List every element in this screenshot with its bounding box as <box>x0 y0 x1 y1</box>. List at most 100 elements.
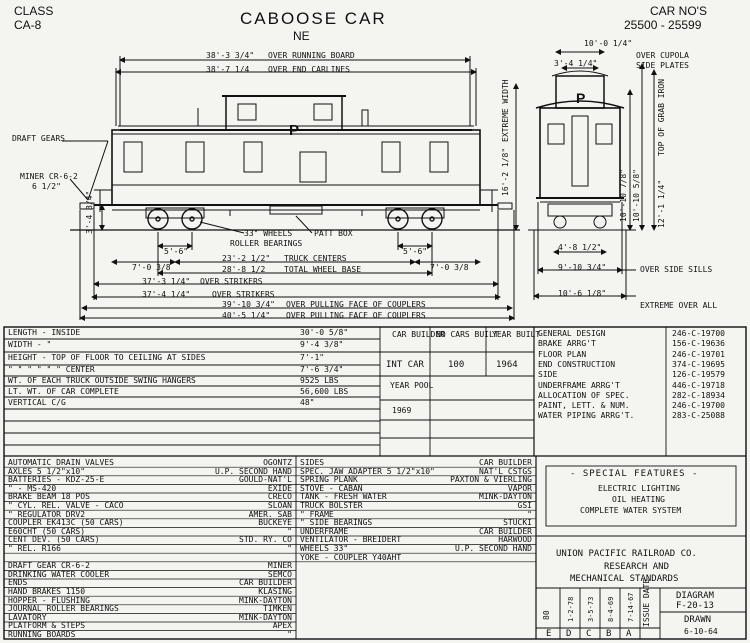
end-view-car <box>528 70 636 231</box>
equipment-item: LAVATORY <box>8 612 47 622</box>
equipment-maker: MINER <box>267 561 292 571</box>
special-feature-1: ELECTRIC LIGHTING <box>598 484 680 493</box>
dim-extreme-over-all-value: 10'-6 1/8" <box>558 289 607 298</box>
dim-truck-centers-label: TRUCK CENTERS <box>284 254 347 263</box>
spec-value: 56,600 LBS <box>300 387 349 396</box>
spec-label: HEIGHT - TOP OF FLOOR TO CEILING AT SIDE… <box>8 353 206 362</box>
dim-side-plates-value: 3'-4 1/4" <box>554 59 598 68</box>
spec-value: 7'-6 3/4" <box>300 365 344 374</box>
dim-axle-spacing-right: 5'-6" <box>403 247 428 256</box>
equipment-item: " REL. R166 <box>8 544 61 553</box>
spec-value: 9'-4 3/8" <box>300 340 344 349</box>
drawn-label: DRAWN <box>684 615 712 625</box>
dim-wheel-base-label: TOTAL WHEEL BASE <box>284 265 362 274</box>
drawing-number: 246-C-19700 <box>672 329 725 338</box>
diagram-number: F-20-13 <box>676 601 714 611</box>
equipment-maker: SEMCO <box>267 569 292 579</box>
equipment-item: HAND BRAKES 1150 <box>8 587 86 596</box>
equipment-maker: TIMKEN <box>263 604 292 614</box>
equipment-maker: STD. RY. CO <box>239 535 292 545</box>
equipment-item: " CYL. REL. VALVE - CACO <box>8 501 124 510</box>
dim-height-b: 10'-10 5/8" <box>632 169 641 222</box>
drawing-number: 446-C-19718 <box>672 380 725 390</box>
department-line-1: RESEARCH AND <box>604 562 670 572</box>
equipment-item: DRINKING WATER COOLER <box>8 569 110 579</box>
equipment-row-rules <box>4 466 536 640</box>
miner-size-callout: 6 1/2" <box>32 182 61 191</box>
spec-table-grid <box>3 326 747 640</box>
equipment-item: TRUCK BOLSTER <box>300 501 363 510</box>
spec-value: 7'-1" <box>300 353 325 362</box>
revision-date: 3-5-73 <box>587 596 595 622</box>
dim-over-strikers-2-value: 37'-4 1/4" <box>142 290 191 299</box>
dim-side-plates-label: SIDE PLATES <box>636 61 689 70</box>
dim-truck-centers-value: 23'-2 1/2" <box>222 254 271 263</box>
cars-built-head: NO CARS BUILT <box>436 330 499 339</box>
revision-letter: C <box>586 629 592 639</box>
spec-value: 9525 LBS <box>300 376 339 385</box>
equipment-item: YOKE - COUPLER Y40AHT <box>300 552 402 562</box>
equipment-item: UNDERFRAME <box>300 526 349 536</box>
spec-label: " " " " " " CENTER <box>8 365 95 374</box>
spec-label: WIDTH - " <box>8 340 52 349</box>
equipment-item: TANK - FRESH WATER <box>300 492 387 502</box>
equipment-item: SIDES <box>300 458 325 467</box>
union-pacific-herald: P <box>289 122 300 139</box>
dim-extreme-width-label: EXTREME WIDTH <box>501 79 510 142</box>
revision-letter: E <box>546 629 552 639</box>
year-pool-label: YEAR POOL <box>390 381 434 390</box>
equipment-item: SPRING PLANK <box>300 475 358 485</box>
issue-date-label: ISSUE DATE <box>642 578 651 627</box>
dim-over-couplers-1-value: 39'-10 3/4" <box>222 300 275 309</box>
revision-date: 8-4-69 <box>607 596 615 622</box>
dim-extreme-over-all-label: EXTREME OVER ALL <box>640 301 718 310</box>
end-view-dimension-lines <box>513 49 657 300</box>
equipment-maker: VAPOR <box>507 483 532 493</box>
drawing-number: 374-C-19695 <box>672 359 725 369</box>
dim-over-couplers-2-value: 40'-5 1/4" <box>222 311 271 320</box>
equipment-item: SPEC. JAW ADAPTER 5 1/2"x10" <box>300 466 435 476</box>
dim-grab-iron-label: TOP OF GRAB IRON <box>657 78 666 156</box>
equipment-maker: MINK-DAYTON <box>239 595 292 605</box>
revision-letter: D <box>566 629 572 639</box>
equipment-maker: CAR BUILDER <box>479 458 532 467</box>
equipment-maker: U.P. SECOND HAND <box>214 466 292 476</box>
revision-letter: A <box>626 629 632 639</box>
wheels-callout: 33" WHEELS <box>244 229 293 238</box>
equipment-item: HOPPER - FLUSHING <box>8 595 90 605</box>
dim-over-side-sills-value: 9'-10 3/4" <box>558 263 607 272</box>
dim-over-couplers-1-label: OVER PULLING FACE OF COUPLERS <box>286 300 426 309</box>
drawing-name: SIDE <box>538 370 558 380</box>
dim-over-end-carlines-label: OVER END CARLINES <box>268 65 350 74</box>
equipment-item: CENT DEV. (50 CARS) <box>8 535 100 545</box>
special-feature-2: OIL HEATING <box>612 495 665 504</box>
drawing-number: 282-C-18934 <box>672 390 725 400</box>
car-numbers-label: CAR NO'S <box>650 4 707 18</box>
cars-built-value: 100 <box>448 360 465 370</box>
end-view-herald: P <box>576 90 586 106</box>
equipment-maker: KLASING <box>258 587 292 596</box>
equipment-item: BRAKE BEAM 18 POS <box>8 492 90 502</box>
equipment-item: DRAFT GEAR CR-6-2 <box>8 561 90 571</box>
equipment-maker: APEX <box>272 621 292 631</box>
equipment-item: STOVE - CABAN <box>300 483 363 493</box>
equipment-item: COUPLER EK413C (50 CARS) <box>8 518 124 528</box>
dim-low-height: 3'-4 3/4" <box>85 190 94 234</box>
year-pool-value: 1969 <box>392 406 412 415</box>
dim-over-running-board-label: OVER RUNNING BOARD <box>268 51 355 60</box>
equipment-maker: U.P. SECOND HAND <box>454 544 532 553</box>
spec-value: 30'-0 5/8" <box>300 328 349 337</box>
side-view-dimension-lines <box>62 56 515 321</box>
equipment-maker: MINK-DAYTON <box>479 492 532 502</box>
drawing-number: 126-C-19579 <box>672 370 725 380</box>
equipment-maker: SLOAN <box>267 501 292 510</box>
equipment-item: " - MS-420 <box>8 483 57 493</box>
special-features-title: - SPECIAL FEATURES - <box>570 469 699 479</box>
diagram-label: DIAGRAM <box>676 591 714 601</box>
drawing-name: GENERAL DESIGN <box>538 329 606 338</box>
revision-extra: 80 <box>542 610 551 620</box>
builder-head: CAR BUILDER <box>392 330 445 339</box>
dim-axle-spacing-left: 5'-6" <box>164 247 189 256</box>
